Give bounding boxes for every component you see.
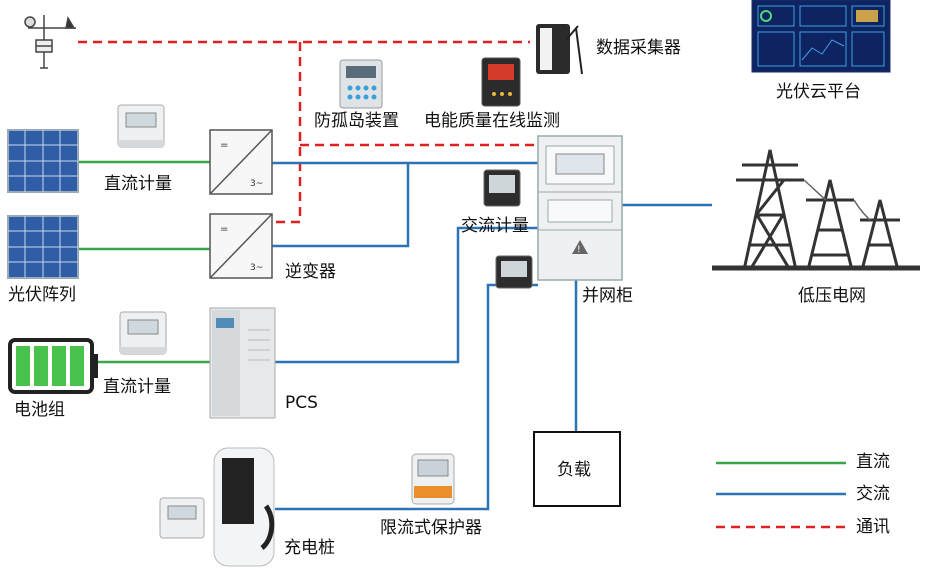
ac-lines: [272, 161, 712, 511]
dc-meter-icon: [117, 104, 165, 148]
data-collector-icon: [536, 24, 583, 75]
label-load: 负载: [557, 460, 591, 480]
label-dc-meter-pv: 直流计量: [104, 174, 172, 194]
grid-cabinet-icon: !: [537, 135, 623, 281]
pcs-cabinet-icon: [209, 307, 276, 419]
pv-panel-icon: [7, 129, 79, 193]
svg-text:!: !: [577, 245, 581, 255]
svg-text:=: =: [220, 224, 228, 235]
anti-islanding-device-icon: [339, 59, 383, 109]
ac-meter-icon: [483, 169, 521, 207]
svg-text:3~: 3~: [250, 179, 263, 189]
label-pv-cloud: 光伏云平台: [776, 82, 861, 102]
load-box: [533, 431, 621, 507]
pv-panel-icon: [7, 215, 79, 279]
legend-label-dc: 直流: [856, 452, 890, 472]
dc-meter-icon: [159, 497, 205, 539]
label-data-collector: 数据采集器: [596, 38, 681, 58]
dc-meter-icon: [119, 311, 167, 355]
ac-line-pcs: [275, 226, 538, 364]
label-low-voltage-grid: 低压电网: [798, 286, 866, 306]
current-limiter-icon: [411, 453, 455, 505]
label-battery-pack: 电池组: [14, 400, 65, 420]
comm-line-vertical: [272, 42, 302, 224]
transmission-tower-icon: [712, 149, 920, 271]
comm-lines: [78, 40, 535, 224]
battery-icon: [8, 338, 98, 394]
label-current-limiter: 限流式保护器: [380, 518, 482, 538]
label-inverter: 逆变器: [285, 262, 336, 282]
pv-cloud-screen-icon: [751, 0, 891, 73]
power-quality-monitor-icon: [481, 57, 521, 107]
legend-label-ac: 交流: [856, 484, 890, 504]
label-pv-array: 光伏阵列: [8, 285, 76, 305]
legend-label-comm: 通讯: [856, 517, 890, 537]
label-power-quality: 电能质量在线监测: [424, 111, 560, 131]
label-grid-cabinet: 并网柜: [582, 286, 633, 306]
charging-pile-icon: [213, 447, 275, 567]
svg-text:3~: 3~: [250, 263, 263, 273]
label-charging-pile: 充电桩: [284, 538, 335, 558]
dc-lines: [78, 160, 210, 364]
ac-line-inverter2: [272, 163, 410, 248]
ac-meter-icon: [495, 255, 533, 289]
label-dc-meter-battery: 直流计量: [103, 377, 171, 397]
svg-text:=: =: [220, 140, 228, 151]
inverter-icon: = 3~: [209, 129, 273, 195]
label-ac-meter: 交流计量: [461, 216, 529, 236]
inverter-icon: = 3~: [209, 213, 273, 279]
legend-lines: [716, 461, 846, 529]
label-pcs: PCS: [285, 393, 318, 413]
weather-station-icon: [24, 15, 76, 69]
label-anti-islanding: 防孤岛装置: [314, 111, 399, 131]
